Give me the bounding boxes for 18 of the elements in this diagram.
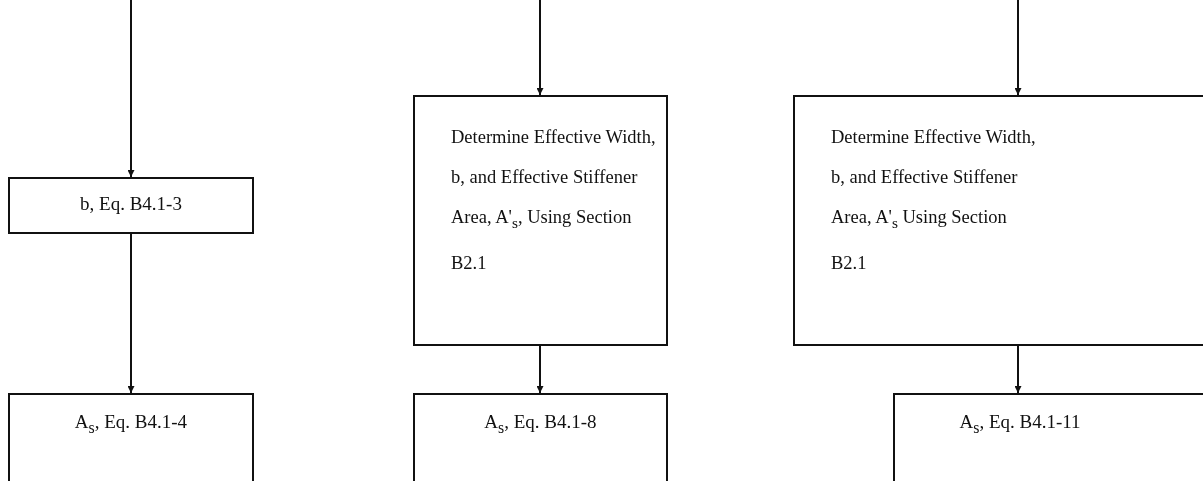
arrow (1014, 345, 1022, 394)
arrow (127, 233, 135, 394)
process-box (8, 177, 254, 234)
box-label: A$_{s}$, Eq. B4.1-11 (958, 411, 1082, 437)
process-box (413, 393, 668, 481)
process-box (413, 95, 668, 346)
box-label: Determine Effective Width, b, and Effective Stiffener Area, A'$_{s}$, Using Section B2.1 (451, 126, 657, 275)
box-label: A$_{s}$, Eq. B4.1-4 (73, 411, 189, 437)
process-box (793, 95, 1203, 346)
arrow (536, 345, 544, 394)
box-label: Determine Effective Width, b, and Effective Stiffener Area, A'$_{s}$ Using Section B2.1 (831, 126, 1037, 275)
box-label: A$_{s}$, Eq. B4.1-8 (483, 411, 598, 437)
box-label: b, Eq. B4.1-3 (79, 193, 183, 215)
process-box (893, 393, 1203, 481)
process-box (8, 393, 254, 481)
arrow (127, 0, 135, 178)
arrow (1014, 0, 1022, 96)
arrow (536, 0, 544, 96)
